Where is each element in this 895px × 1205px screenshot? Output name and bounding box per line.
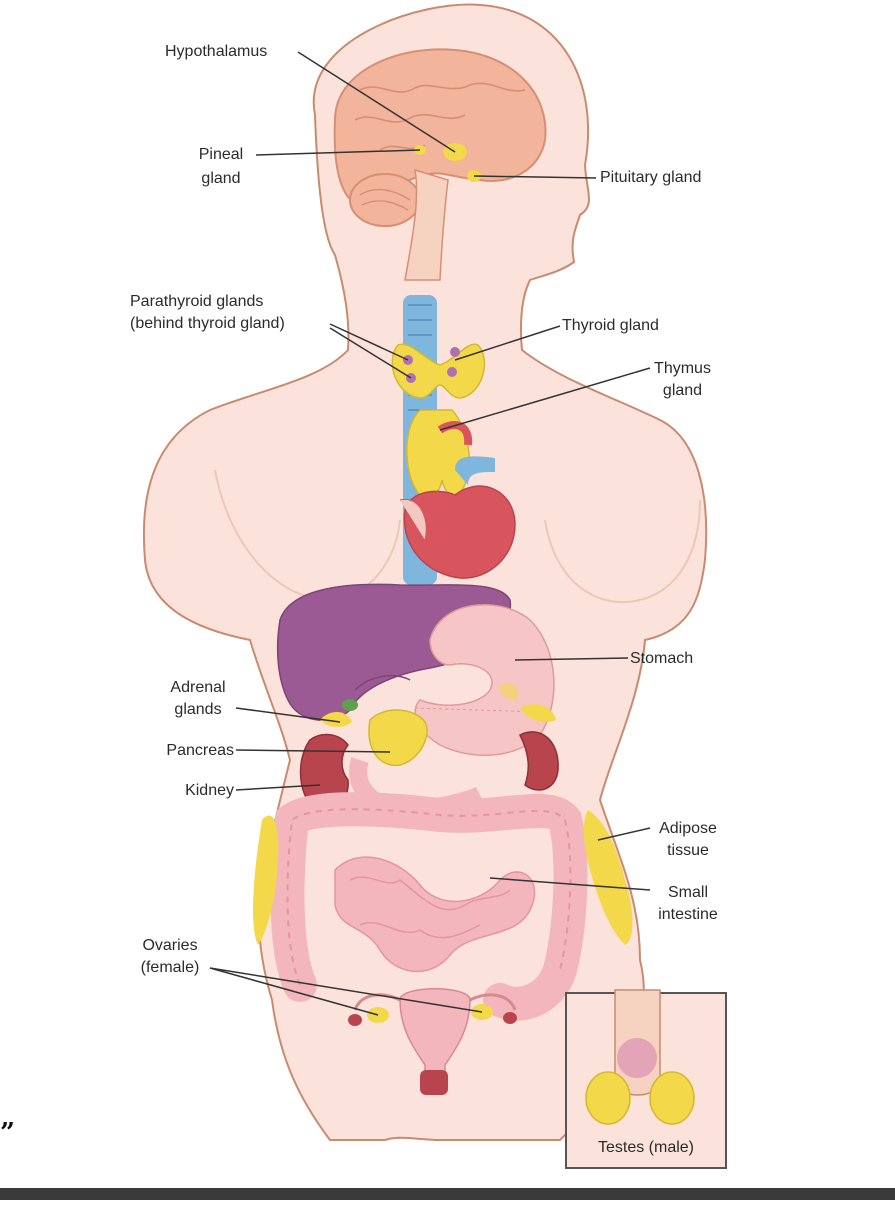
- leader-parathyroid-2: [329, 327, 412, 379]
- label-small-intestine-line2: intestine: [658, 906, 718, 923]
- kidney-right: [518, 731, 559, 791]
- label-pineal-line2: gland: [201, 170, 241, 187]
- glans: [617, 1038, 657, 1078]
- label-adrenal-line1: Adrenal: [170, 679, 226, 696]
- trachea-rings: [408, 304, 432, 411]
- leader-pancreas: [235, 749, 391, 753]
- gallbladder: [342, 699, 358, 711]
- label-hypothalamus: Hypothalamus: [165, 43, 268, 60]
- label-parathyroid-line1: Parathyroid glands: [130, 293, 264, 310]
- leader-stomach: [514, 657, 629, 661]
- label-ovaries-line2: (female): [140, 959, 200, 976]
- leader-lines: [209, 51, 651, 1016]
- label-small-intestine-line1: Small: [667, 884, 708, 901]
- aortic-arch: [437, 421, 473, 446]
- leader-parathyroid-1: [329, 323, 409, 361]
- adrenal-gland-right: [520, 704, 556, 723]
- small-intestine-shape: [334, 856, 536, 972]
- testis-left: [585, 1071, 631, 1125]
- large-intestine-folds: [286, 808, 572, 986]
- small-intestine-folds: [349, 876, 511, 939]
- leader-thyroid: [454, 325, 561, 361]
- label-pituitary-gland: Pituitary gland: [600, 169, 702, 186]
- leader-thymus: [439, 367, 651, 431]
- vagina: [420, 1070, 448, 1095]
- label-thyroid-gland: Thyroid gland: [562, 317, 659, 334]
- label-adrenal-line2: glands: [174, 701, 222, 718]
- leader-ovary-right: [209, 967, 483, 1013]
- bottom-bar: [0, 1188, 895, 1200]
- label-adipose-line2: tissue: [667, 842, 709, 859]
- leader-hypothalamus: [297, 51, 456, 153]
- label-pineal-line1: Pineal: [198, 146, 244, 163]
- fimbria-right: [503, 1012, 517, 1024]
- testis-right: [649, 1071, 695, 1125]
- liver-contour: [354, 674, 411, 691]
- stray-quote-mark: ”: [0, 1118, 15, 1148]
- label-adipose-line1: Adipose: [659, 820, 717, 837]
- parathyroid-dot: [450, 347, 460, 357]
- parathyroid-dot: [447, 367, 457, 377]
- cerebellum-folds: [359, 188, 411, 211]
- leader-small-intestine: [489, 877, 651, 891]
- adipose-tissue-right: [583, 810, 633, 945]
- stomach-spot: [499, 683, 519, 701]
- leader-pituitary: [473, 175, 597, 179]
- thymus-gland-shape: [406, 409, 471, 498]
- heart: [403, 485, 516, 579]
- fimbria-left: [348, 1014, 362, 1026]
- heart-highlight: [399, 498, 427, 541]
- label-ovaries-line1: Ovaries: [142, 937, 198, 954]
- uterus: [399, 988, 471, 1091]
- adrenal-gland-left: [320, 711, 352, 727]
- label-testes: Testes (male): [597, 1139, 695, 1156]
- label-pancreas: Pancreas: [166, 742, 234, 759]
- stomach-shape: [414, 603, 555, 756]
- stomach-line: [414, 707, 541, 713]
- adipose-tissue-left: [253, 815, 279, 945]
- label-stomach: Stomach: [630, 650, 694, 667]
- leader-adrenal: [235, 707, 341, 723]
- leader-kidney: [235, 784, 321, 791]
- aorta: [455, 456, 495, 485]
- label-parathyroid-line2: (behind thyroid gland): [130, 315, 285, 332]
- leader-adipose: [597, 827, 651, 841]
- leader-pineal: [255, 149, 421, 156]
- label-thymus-line1: Thymus: [654, 360, 711, 377]
- leader-ovary-left: [209, 967, 379, 1016]
- chest-contour: [544, 499, 701, 604]
- label-kidney: Kidney: [185, 782, 234, 799]
- brainstem: [404, 168, 449, 281]
- label-thymus-line2: gland: [662, 382, 703, 399]
